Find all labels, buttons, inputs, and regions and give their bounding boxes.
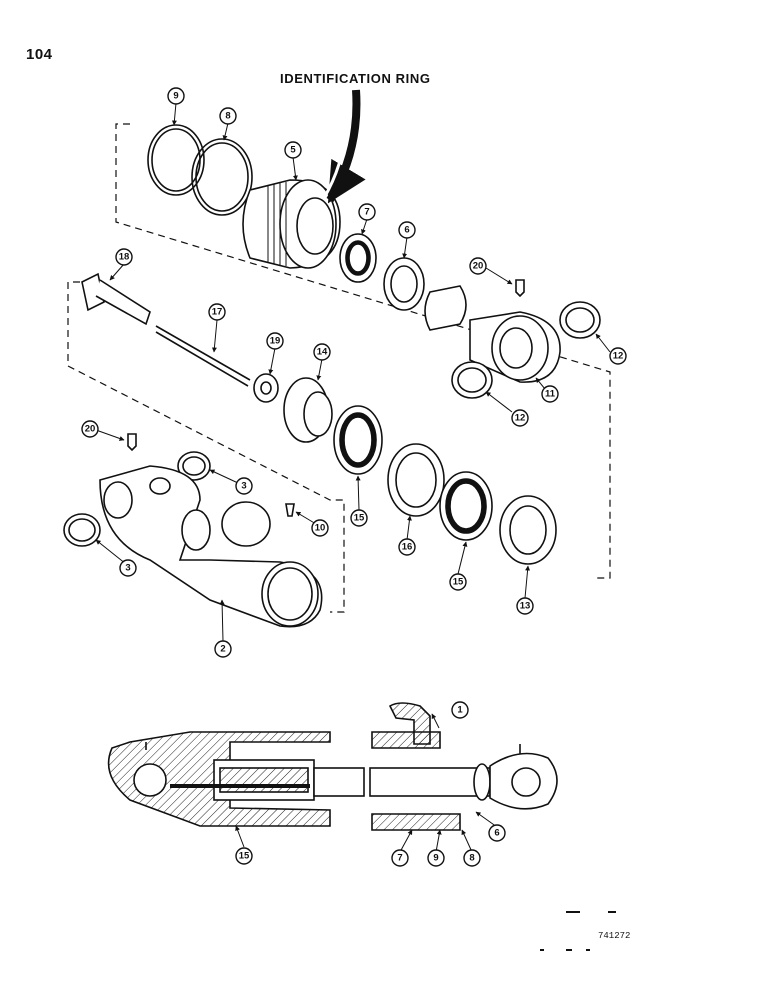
svg-text:15: 15 (453, 577, 464, 588)
ring-8 (191, 138, 253, 216)
callout-10: 10 (311, 519, 329, 537)
svg-text:19: 19 (270, 336, 281, 347)
figure-code: 741272 (598, 931, 631, 941)
svg-text:6: 6 (494, 828, 499, 839)
washer-19 (253, 373, 279, 403)
callout-15-lower: 15 (449, 573, 467, 591)
svg-text:7: 7 (364, 207, 369, 218)
svg-text:9: 9 (433, 853, 438, 864)
svg-text:13: 13 (520, 601, 531, 612)
bushing-sleeve (424, 285, 467, 331)
identification-ring-arrow (326, 89, 366, 204)
bolt-18 (81, 272, 105, 312)
callout-11: 11 (541, 385, 559, 403)
callout-6-section: 6 (488, 824, 506, 842)
svg-text:20: 20 (85, 424, 96, 435)
callout-8-section: 8 (463, 849, 481, 867)
svg-text:2: 2 (220, 644, 225, 655)
svg-text:3: 3 (125, 563, 130, 574)
printer-marks (540, 911, 616, 951)
callout-9-section: 9 (427, 849, 445, 867)
cross-section-assembly (107, 702, 558, 831)
page-number: 104 (26, 46, 53, 63)
svg-text:8: 8 (469, 853, 474, 864)
callout-12-right: 12 (609, 347, 627, 365)
callouts: 9 8 5 7 6 20 18 17 19 14 12 11 12 20 3 3… (81, 87, 627, 867)
callout-7-section: 7 (391, 849, 409, 867)
callout-5: 5 (284, 141, 302, 159)
grease-fitting-20-left (127, 433, 137, 452)
callout-8-top: 8 (219, 107, 237, 125)
svg-text:14: 14 (317, 347, 328, 358)
svg-text:20: 20 (473, 261, 484, 272)
svg-text:12: 12 (613, 351, 624, 362)
svg-text:5: 5 (290, 145, 296, 156)
callout-6-top: 6 (398, 221, 416, 239)
callout-13: 13 (516, 597, 534, 615)
callout-18: 18 (115, 248, 133, 266)
svg-text:7: 7 (397, 853, 402, 864)
svg-text:11: 11 (545, 389, 556, 400)
svg-text:6: 6 (404, 225, 409, 236)
callout-20-top: 20 (469, 257, 487, 275)
callout-14: 14 (313, 343, 331, 361)
screw-10 (285, 503, 295, 517)
callout-15-section: 15 (235, 847, 253, 865)
svg-text:8: 8 (225, 111, 230, 122)
grease-fitting-20-top (515, 279, 525, 298)
callout-3-left: 3 (119, 559, 137, 577)
svg-text:3: 3 (241, 481, 246, 492)
middle-dashed-outline (67, 281, 345, 613)
callout-3-right: 3 (235, 477, 253, 495)
svg-text:17: 17 (212, 307, 223, 318)
callout-9-top: 9 (167, 87, 185, 105)
svg-text:9: 9 (173, 91, 178, 102)
svg-text:12: 12 (515, 413, 526, 424)
callout-15-upper: 15 (350, 509, 368, 527)
svg-text:15: 15 (354, 513, 365, 524)
callout-12-left: 12 (511, 409, 529, 427)
svg-text:10: 10 (315, 523, 326, 534)
svg-text:15: 15 (239, 851, 250, 862)
callout-20-left: 20 (81, 420, 99, 438)
callout-7-top: 7 (358, 203, 376, 221)
callout-16: 16 (398, 538, 416, 556)
callout-19: 19 (266, 332, 284, 350)
callout-2: 2 (214, 640, 232, 658)
svg-text:16: 16 (402, 542, 413, 553)
tube-17 (155, 325, 251, 381)
callout-1: 1 (451, 701, 469, 719)
callout-17: 17 (208, 303, 226, 321)
identification-ring-label: IDENTIFICATION RING (280, 71, 431, 86)
svg-text:18: 18 (119, 252, 130, 263)
svg-text:1: 1 (457, 705, 463, 716)
